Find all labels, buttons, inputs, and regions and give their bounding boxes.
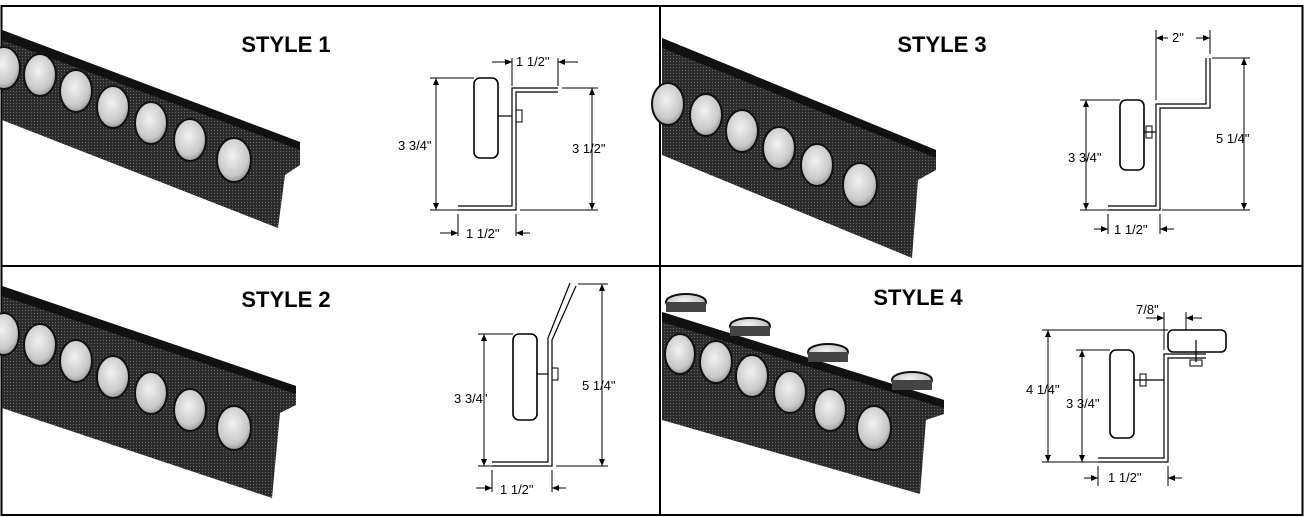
style-4-top-wheel-section xyxy=(1167,329,1227,353)
style-4-dim-bottom: 1 1/2" xyxy=(1108,470,1142,485)
style-4-dim-left: 3 3/4" xyxy=(1066,396,1100,411)
style-3-profile-drawing xyxy=(1080,30,1250,234)
style-3-dim-bottom: 1 1/2" xyxy=(1114,222,1148,237)
style-1-dim-left: 3 3/4" xyxy=(398,138,432,153)
style-3-rail-illustration xyxy=(651,38,936,258)
style-3-dim-right: 5 1/4" xyxy=(1216,131,1250,146)
style-4-dim-top: 7/8" xyxy=(1136,302,1159,317)
style-2-profile-drawing xyxy=(476,282,608,492)
style-1-dim-right: 3 1/2" xyxy=(572,141,606,156)
style-1-dim-bottom: 1 1/2" xyxy=(466,226,500,241)
style-2-title: STYLE 2 xyxy=(241,287,330,312)
style-4-title: STYLE 4 xyxy=(873,285,963,310)
panel-style-4: STYLE 4 xyxy=(662,285,1227,494)
style-3-wheel-section xyxy=(1119,99,1145,171)
style-4-side-wheel-section xyxy=(1109,349,1135,439)
style-3-dim-top: 2" xyxy=(1172,30,1184,45)
style-2-wheel-row xyxy=(0,312,252,451)
style-2-dim-bottom: 1 1/2" xyxy=(500,482,534,497)
style-2-dim-right: 5 1/4" xyxy=(582,378,616,393)
style-3-title: STYLE 3 xyxy=(897,32,986,57)
style-1-profile-drawing xyxy=(430,58,598,236)
panel-style-3: STYLE 3 xyxy=(651,30,1250,258)
panel-style-1: STYLE 1 xyxy=(0,30,606,241)
style-4-rail-illustration xyxy=(662,293,944,494)
style-3-dim-left: 3 3/4" xyxy=(1068,150,1102,165)
panel-style-2: STYLE 2 xyxy=(0,282,616,498)
style-2-rail-illustration xyxy=(0,286,296,498)
style-1-wheel-row xyxy=(0,46,252,183)
style-1-wheel-section xyxy=(473,77,499,159)
style-4-top-wheel-row xyxy=(665,293,933,390)
style-2-wheel-section xyxy=(512,333,538,421)
style-2-dim-left: 3 3/4" xyxy=(454,391,488,406)
style-4-dim-outer: 4 1/4" xyxy=(1026,382,1060,397)
style-1-dim-top: 1 1/2" xyxy=(516,54,550,69)
style-1-title: STYLE 1 xyxy=(241,32,330,57)
style-4-side-wheel-row xyxy=(664,333,892,451)
style-4-profile-drawing xyxy=(1042,312,1227,486)
style-1-rail-illustration xyxy=(0,30,300,228)
panel-grid xyxy=(0,5,1304,516)
style-3-wheel-row xyxy=(651,82,878,208)
